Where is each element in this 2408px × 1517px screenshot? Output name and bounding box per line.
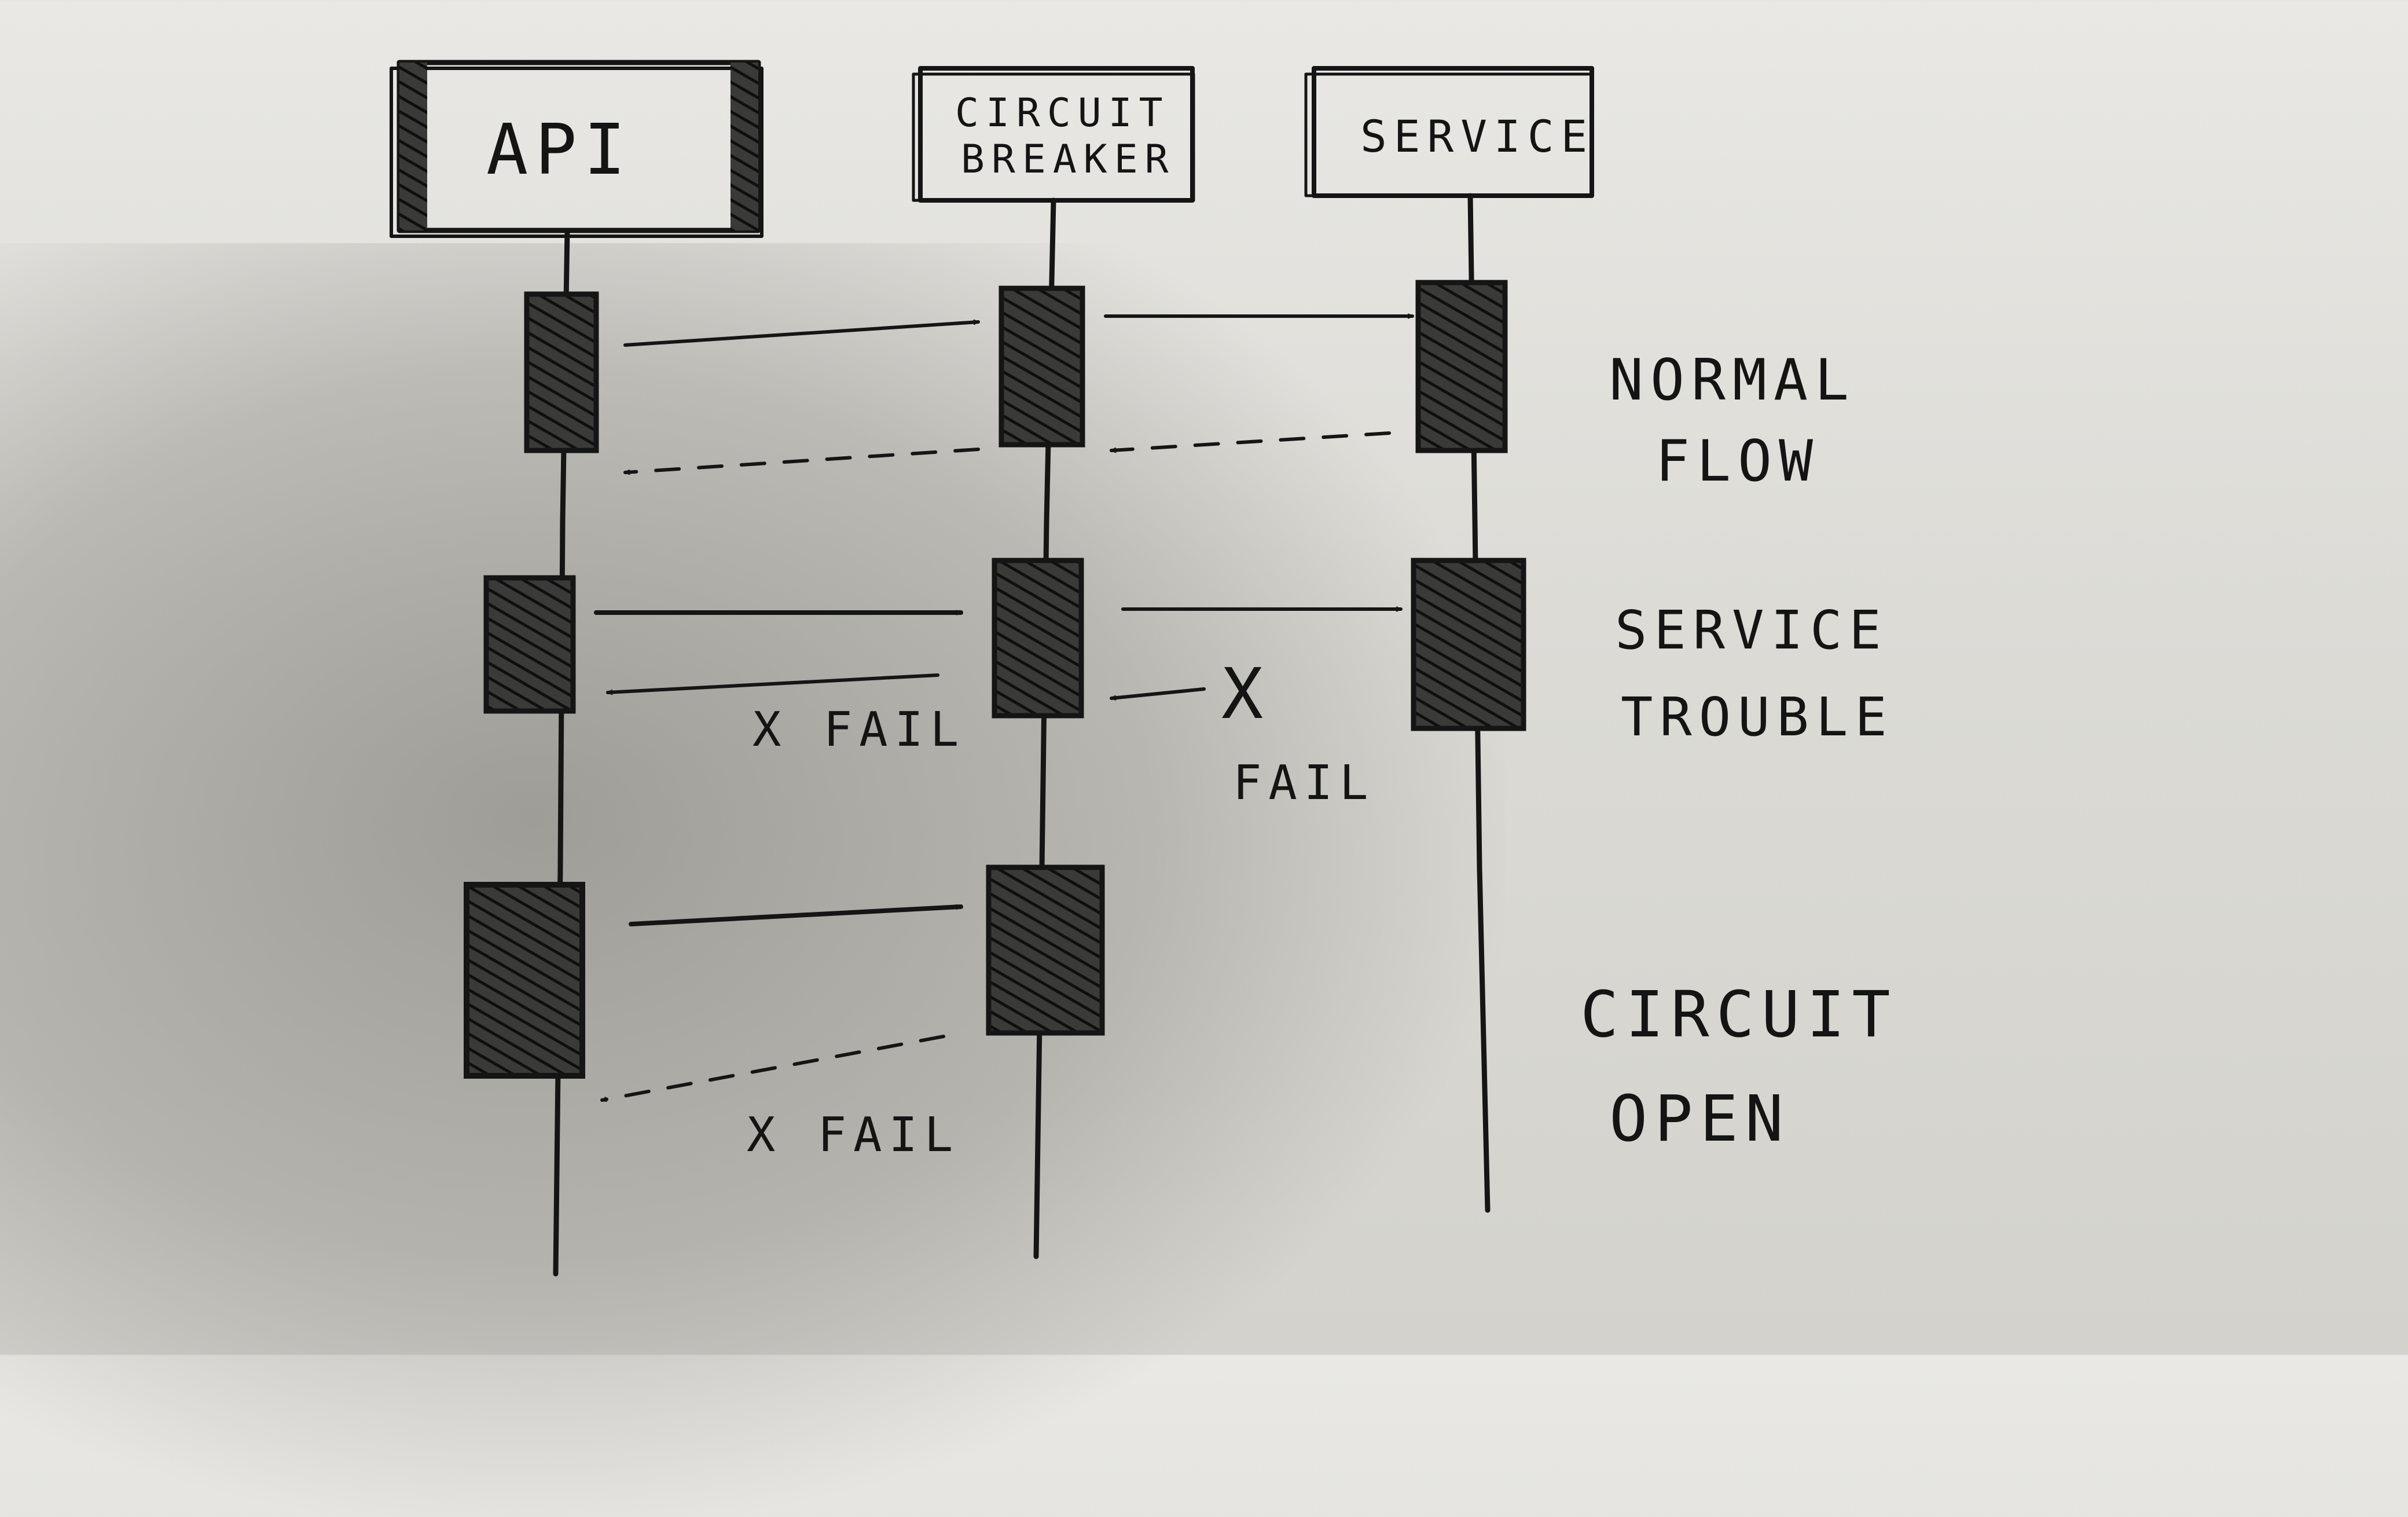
note-normal-line-1: NORMAL: [1609, 347, 1856, 413]
msg-cb-reply: [623, 448, 980, 472]
note-open-line-1: CIRCUIT: [1580, 977, 1897, 1051]
note-open-line-2: OPEN: [1609, 1082, 1790, 1156]
note-trouble-line-2: TROUBLE: [1621, 686, 1894, 748]
activations: [464, 280, 1526, 1079]
messages-circuit-open: [600, 907, 963, 1100]
activation-api-normal: [524, 291, 599, 453]
note-service-trouble: SERVICE TROUBLE: [1615, 599, 1894, 748]
activation-service-trouble: [1411, 558, 1526, 731]
msg-trouble-fail-to-cb: [1110, 687, 1206, 698]
participant-service: SERVICE: [1304, 66, 1594, 198]
fail-label-trouble-api: X FAIL: [753, 702, 966, 757]
messages-normal-flow: [623, 316, 1414, 472]
activation-service-normal: [1415, 280, 1508, 453]
circuit-breaker-label-line-1: CIRCUIT: [955, 90, 1170, 136]
messages-service-trouble: [594, 609, 1403, 698]
sequence-diagram: API CIRCUIT BREAKER SERVICE: [390, 60, 1897, 1277]
note-normal-line-2: FLOW: [1656, 428, 1820, 494]
participant-circuit-breaker: CIRCUIT BREAKER: [912, 66, 1195, 203]
participant-service-label: SERVICE: [1360, 111, 1594, 162]
note-circuit-open: CIRCUIT OPEN: [1580, 977, 1897, 1156]
note-trouble-line-1: SERVICE: [1615, 599, 1888, 661]
note-normal-flow: NORMAL FLOW: [1609, 347, 1856, 494]
activation-cb-trouble: [992, 558, 1084, 719]
msg-open-fail-reply: [600, 1035, 945, 1100]
activation-api-trouble: [483, 575, 576, 714]
circuit-breaker-label-line-2: BREAKER: [961, 137, 1176, 182]
participant-api-label: API: [486, 110, 633, 190]
participant-api: API: [390, 60, 763, 238]
msg-api-to-cb: [623, 322, 980, 347]
fail-label-trouble-x: X: [1221, 654, 1270, 735]
msg-trouble-fail-to-api: [606, 673, 939, 692]
msg-open-api-to-cb: [629, 907, 963, 926]
activation-cb-open: [986, 864, 1105, 1036]
fail-label-open: X FAIL: [747, 1108, 960, 1163]
msg-service-reply: [1110, 431, 1391, 450]
activation-cb-normal: [999, 285, 1085, 448]
activation-api-open: [464, 882, 585, 1079]
fail-label-trouble-cb: FAIL: [1233, 756, 1375, 811]
